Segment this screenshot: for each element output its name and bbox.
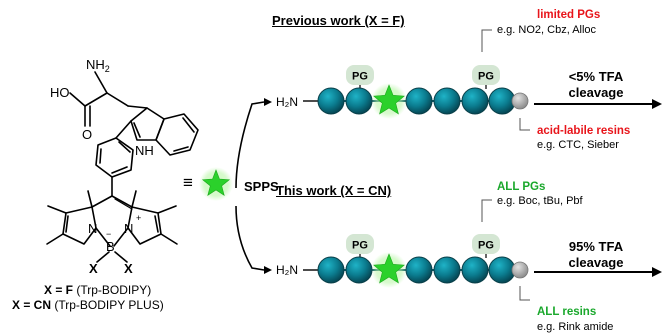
star-shape bbox=[373, 253, 405, 284]
bodipy-boron: B bbox=[106, 239, 115, 254]
x-left-label: X bbox=[89, 261, 98, 276]
amino-acid-bead bbox=[461, 87, 489, 115]
n-plus-charge: + bbox=[136, 213, 142, 223]
chain-start-current: H₂N bbox=[276, 263, 298, 277]
peptide-chain-previous: PG PG bbox=[303, 65, 529, 119]
amino-acid-bead bbox=[317, 87, 345, 115]
callout-lines-previous bbox=[481, 29, 530, 131]
cleavage-arrow-current bbox=[534, 267, 662, 277]
callout-lines-current bbox=[481, 199, 530, 301]
all-resins-title: ALL resins bbox=[537, 306, 597, 318]
protecting-group-badge: PG bbox=[346, 234, 374, 258]
branch-arrowhead-bottom bbox=[264, 266, 272, 274]
amino-acid-bead bbox=[405, 256, 433, 284]
carbonyl-oxygen-label: O bbox=[82, 127, 93, 142]
amine-label: NH2 bbox=[86, 57, 110, 74]
hydroxyl-label: HO bbox=[50, 85, 70, 100]
pg-label: PG bbox=[352, 240, 368, 252]
amino-acid-bead bbox=[488, 87, 516, 115]
fluorophore-star-icon bbox=[199, 167, 233, 201]
bodipy-n-left: N bbox=[88, 221, 98, 236]
indole-nh-label: NH bbox=[135, 143, 154, 158]
pg-label: PG bbox=[352, 71, 368, 83]
all-resins-examples: e.g. Rink amide bbox=[537, 321, 614, 333]
protecting-group-badge: PG bbox=[346, 65, 374, 89]
all-pgs-examples: e.g. Boc, tBu, Pbf bbox=[497, 195, 583, 207]
pg-label: PG bbox=[478, 71, 494, 83]
amino-acid-bead bbox=[317, 256, 345, 284]
equivalent-symbol: ≡ bbox=[183, 173, 193, 192]
spps-branch-arrows bbox=[235, 101, 265, 271]
pg-badge-shape bbox=[346, 234, 374, 254]
acid-labile-resins-title: acid-labile resins bbox=[537, 125, 631, 137]
pg-badge-shape bbox=[472, 234, 500, 254]
star-shape bbox=[373, 84, 405, 115]
protecting-group-badge: PG bbox=[472, 65, 500, 89]
x-right-label: X bbox=[124, 261, 133, 276]
trp-bodipy-structure bbox=[46, 71, 199, 263]
spps-label: SPPS bbox=[244, 179, 279, 194]
branch-arrowhead-top bbox=[264, 98, 272, 106]
fluorescent-residue-star-icon bbox=[371, 83, 407, 119]
pg-badge-shape bbox=[472, 65, 500, 85]
previous-work-heading: Previous work (X = F) bbox=[272, 13, 405, 28]
amino-acid-bead bbox=[461, 256, 489, 284]
amino-acid-bead bbox=[345, 256, 373, 284]
all-pgs-title: ALL PGs bbox=[497, 181, 546, 193]
pg-label: PG bbox=[478, 240, 494, 252]
chain-start-previous: H₂N bbox=[276, 95, 298, 109]
this-work-heading: This work (X = CN) bbox=[276, 183, 392, 198]
resin-bead bbox=[511, 261, 529, 279]
peptide-chain-current: PG PG bbox=[303, 234, 529, 288]
amino-acid-bead bbox=[433, 87, 461, 115]
amino-acid-bead bbox=[488, 256, 516, 284]
fluorescent-residue-star-icon bbox=[371, 252, 407, 288]
acid-labile-resins-examples: e.g. CTC, Sieber bbox=[537, 139, 619, 151]
protecting-group-badge: PG bbox=[472, 234, 500, 258]
caption-trp-bodipy-plus: X = CN (Trp-BODIPY PLUS) bbox=[12, 298, 164, 312]
caption-trp-bodipy: X = F (Trp-BODIPY) bbox=[44, 283, 152, 297]
bodipy-n-right: N bbox=[124, 221, 134, 236]
pg-badge-shape bbox=[346, 65, 374, 85]
resin-bead bbox=[511, 92, 529, 110]
amino-acid-bead bbox=[405, 87, 433, 115]
amino-acid-bead bbox=[345, 87, 373, 115]
cleavage-arrow-previous bbox=[534, 99, 662, 109]
limited-pgs-examples: e.g. NO2, Cbz, Alloc bbox=[497, 24, 597, 36]
amino-acid-bead bbox=[433, 256, 461, 284]
limited-pgs-title: limited PGs bbox=[537, 9, 601, 21]
boron-minus-charge: − bbox=[106, 229, 112, 239]
